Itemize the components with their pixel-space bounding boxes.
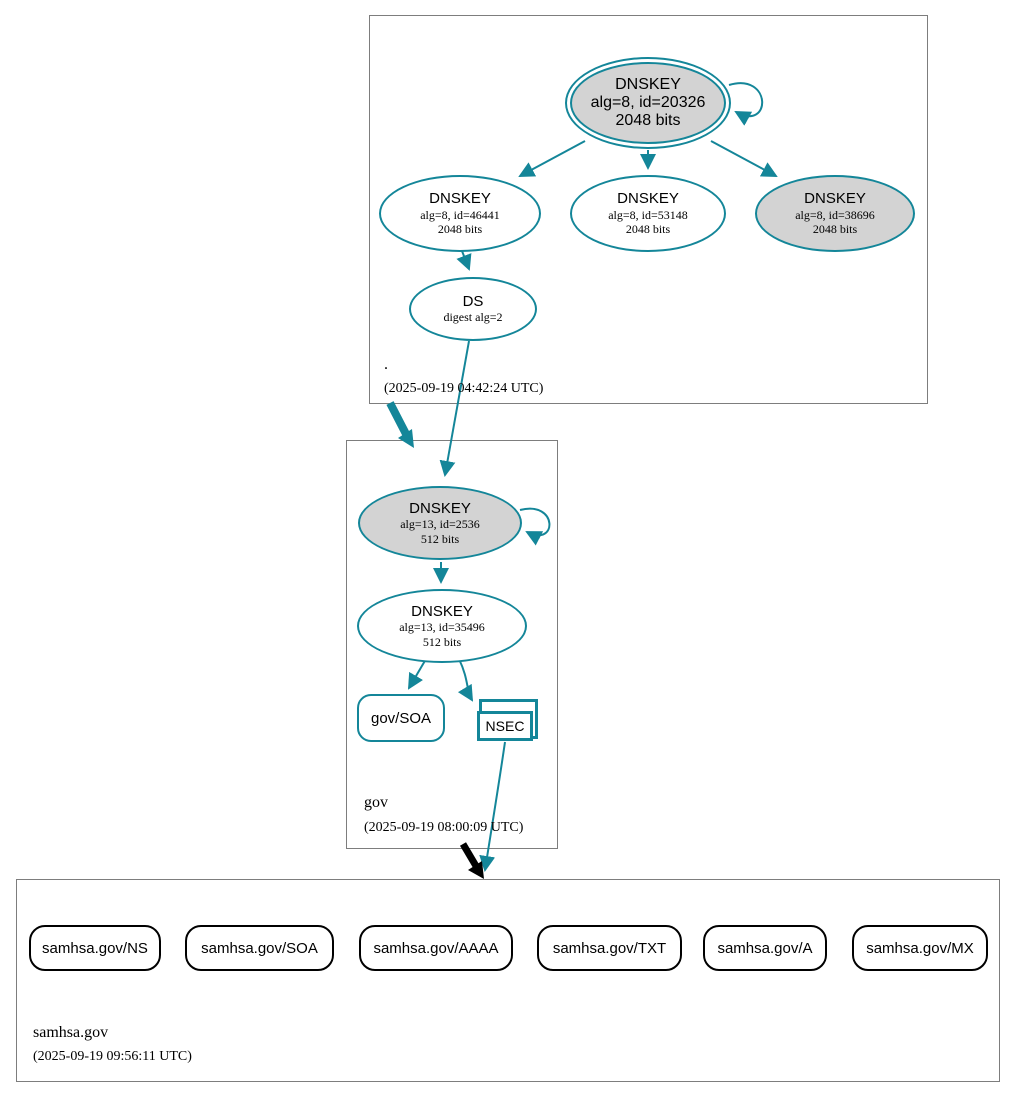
node-gov-soa[interactable]: gov/SOA <box>357 694 445 742</box>
node-title: DNSKEY <box>804 190 866 208</box>
rrset-label: gov/SOA <box>370 709 432 727</box>
node-detail: alg=8, id=46441 <box>420 207 500 222</box>
node-root-dnskey-46441[interactable]: DNSKEY alg=8, id=46441 2048 bits <box>379 175 541 252</box>
node-samhsa-a[interactable]: samhsa.gov/A <box>703 925 827 971</box>
node-detail: 2048 bits <box>437 222 483 237</box>
node-detail: 2048 bits <box>812 222 858 237</box>
node-title: DNSKEY <box>409 499 471 517</box>
node-root-dnskey-53148[interactable]: DNSKEY alg=8, id=53148 2048 bits <box>570 175 726 252</box>
edge-delegation-root-gov <box>386 401 410 436</box>
rrset-label: samhsa.gov/MX <box>866 939 974 957</box>
node-detail: alg=8, id=20326 <box>590 94 706 111</box>
node-detail: alg=13, id=35496 <box>399 620 485 635</box>
node-samhsa-soa[interactable]: samhsa.gov/SOA <box>185 925 334 971</box>
node-detail: 2048 bits <box>625 222 671 237</box>
node-title: DNSKEY <box>617 190 679 208</box>
rrset-label: samhsa.gov/AAAA <box>373 939 499 957</box>
node-root-ds[interactable]: DS digest alg=2 <box>409 277 537 341</box>
node-gov-ksk-2536[interactable]: DNSKEY alg=13, id=2536 512 bits <box>358 486 522 560</box>
zone-timestamp-gov: (2025-09-19 08:00:09 UTC) <box>364 820 524 835</box>
rrset-label: samhsa.gov/TXT <box>552 939 667 957</box>
node-samhsa-txt[interactable]: samhsa.gov/TXT <box>537 925 682 971</box>
node-root-dnskey-38696[interactable]: DNSKEY alg=8, id=38696 2048 bits <box>755 175 915 252</box>
node-detail: alg=13, id=2536 <box>400 517 480 532</box>
node-title: DNSKEY <box>411 602 473 620</box>
zone-label-root: . <box>384 356 388 373</box>
node-root-ksk-20326-inner: DNSKEY alg=8, id=20326 2048 bits <box>570 62 726 144</box>
node-gov-zsk-35496[interactable]: DNSKEY alg=13, id=35496 512 bits <box>357 589 527 663</box>
zone-timestamp-samhsa: (2025-09-19 09:56:11 UTC) <box>33 1049 192 1064</box>
zone-box-samhsa <box>16 879 1000 1082</box>
node-detail: 2048 bits <box>615 112 681 129</box>
node-gov-nsec[interactable]: NSEC <box>477 711 533 741</box>
zone-label-gov: gov <box>364 794 388 811</box>
edge-delegation-gov-samhsa-arrowhead <box>468 861 484 879</box>
rrset-label: samhsa.gov/A <box>717 939 813 957</box>
node-title: DS <box>462 293 484 311</box>
zone-timestamp-root: (2025-09-19 04:42:24 UTC) <box>384 381 544 396</box>
node-samhsa-aaaa[interactable]: samhsa.gov/AAAA <box>359 925 513 971</box>
rrset-label: samhsa.gov/SOA <box>201 939 318 957</box>
zone-box-root <box>369 15 928 404</box>
node-samhsa-ns[interactable]: samhsa.gov/NS <box>29 925 161 971</box>
node-root-ksk-20326[interactable]: DNSKEY alg=8, id=20326 2048 bits <box>565 57 731 149</box>
node-detail: 512 bits <box>420 531 460 546</box>
zone-label-samhsa: samhsa.gov <box>33 1024 109 1041</box>
node-detail: alg=8, id=38696 <box>795 207 875 222</box>
rrset-label: samhsa.gov/NS <box>42 939 148 957</box>
node-detail: 512 bits <box>422 634 462 649</box>
node-title: DNSKEY <box>429 190 491 208</box>
node-samhsa-mx[interactable]: samhsa.gov/MX <box>852 925 988 971</box>
node-title: DNSKEY <box>615 76 681 93</box>
node-detail: alg=8, id=53148 <box>608 207 688 222</box>
node-detail: digest alg=2 <box>443 310 503 325</box>
nsec-label: NSEC <box>485 718 525 734</box>
